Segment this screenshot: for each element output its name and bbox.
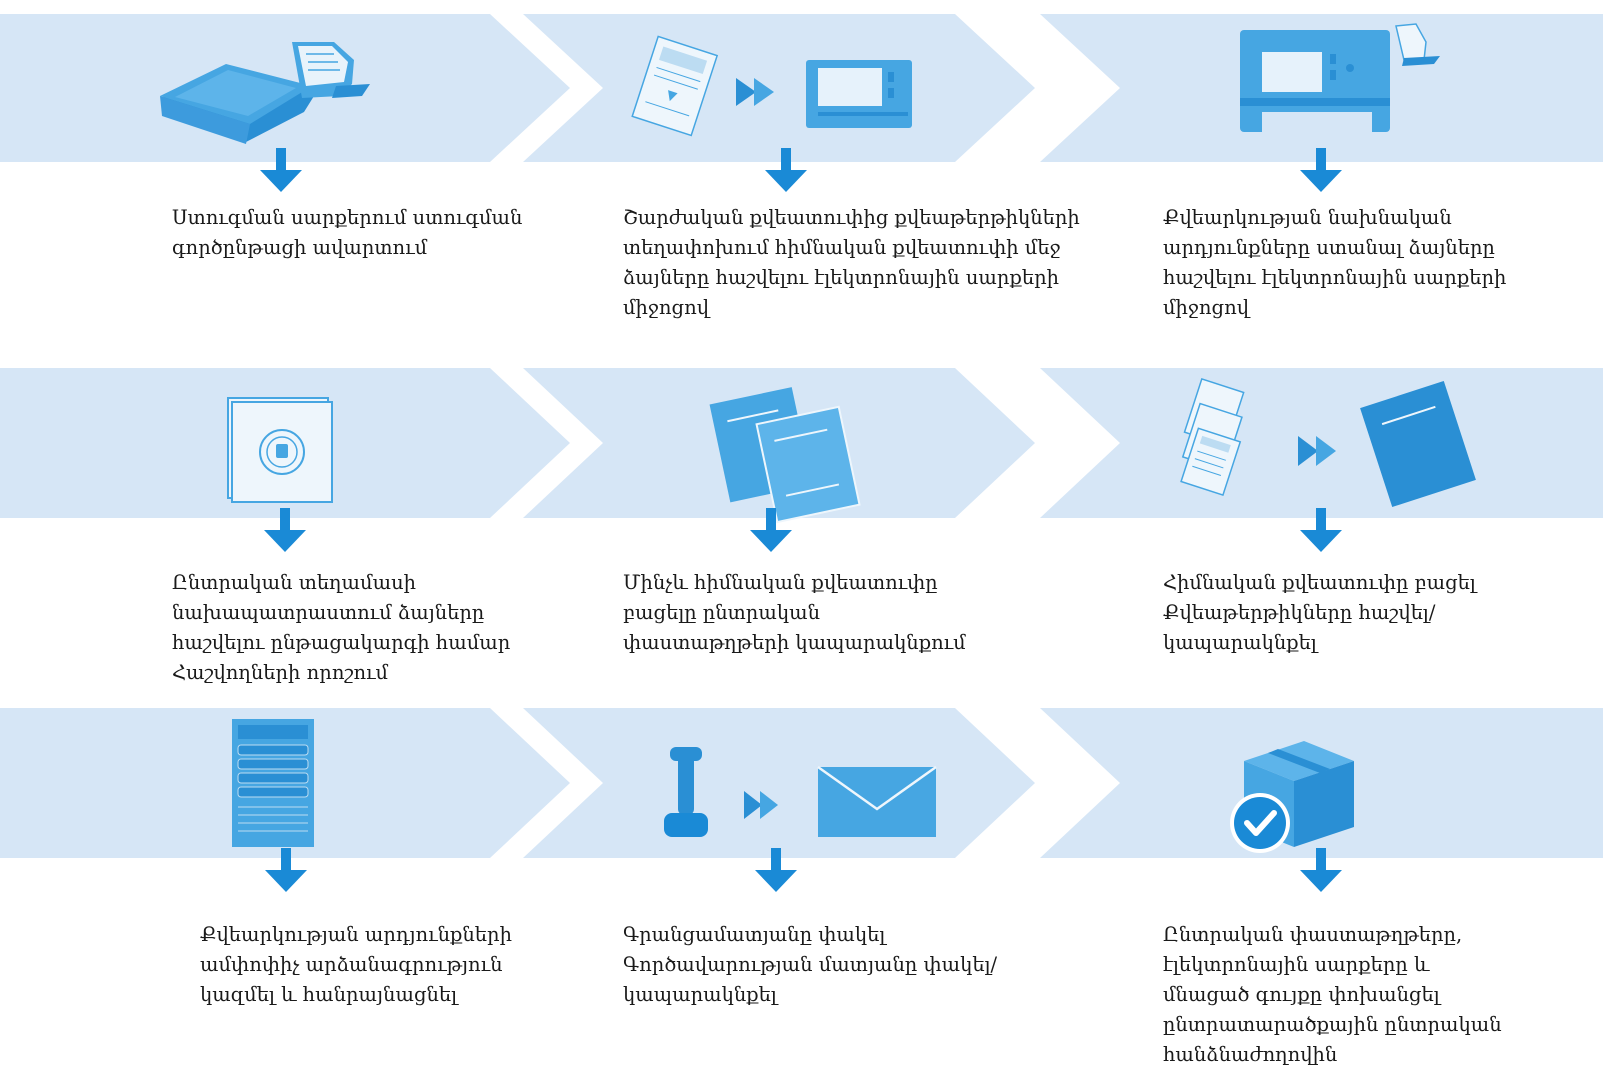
step-1-caption-line: Ստուգման սարքերում ստուգման — [172, 206, 523, 229]
step-7-down-arrow-icon — [265, 848, 307, 892]
step-9-down-arrow-icon — [1300, 848, 1342, 892]
documents-stack-icon — [709, 387, 861, 524]
results-protocol-icon — [232, 719, 314, 847]
step-9-caption-line: ընտրատարածքային ընտրական — [1163, 1013, 1502, 1036]
step-5-caption: Մինչև հիմնական քվեատուփը բացելը ընտրական… — [623, 568, 1023, 658]
step-1-caption: Ստուգման սարքերում ստուգման գործընթացի ա… — [172, 203, 572, 263]
step-2-caption-line: տեղափոխում հիմնական քվեատուփի մեջ — [623, 236, 1061, 259]
step-9-caption-line: էլեկտրոնային սարքերը և — [1163, 953, 1430, 976]
step-9-icon-cell — [1098, 715, 1518, 905]
step-8-icon-cell — [590, 715, 1010, 905]
step-6-caption-line: կապարակնքել — [1163, 631, 1317, 654]
step-2-caption: Շարժական քվեատուփից քվեաթերթիկների տեղափ… — [623, 203, 1080, 323]
step-4-icon-cell — [80, 364, 500, 554]
step-9-caption-line: մնացած գույքը փոխանցել — [1163, 983, 1440, 1006]
step-4-caption-line: Ընտրական տեղամասի — [172, 571, 417, 594]
step-8-down-arrow-icon — [755, 848, 797, 892]
step-6-down-arrow-icon — [1300, 508, 1342, 552]
step-2-down-arrow-icon — [765, 148, 807, 192]
step-7-icon-cell — [80, 715, 500, 905]
step-1-icon-cell — [80, 0, 500, 190]
step-5-caption-line: Մինչև հիմնական քվեատուփը — [623, 571, 938, 594]
step-7-caption-line: ամփոփիչ արձանագրություն — [200, 953, 503, 976]
step-5-down-arrow-icon — [750, 508, 792, 552]
step-1-down-arrow-icon — [260, 148, 302, 192]
ballot-to-scanner-icon — [631, 35, 912, 137]
step-5-caption-line: փաստաթղթերի կապարակնքում — [623, 631, 966, 654]
step-7-caption: Քվեարկության արդյունքների ամփոփիչ արձանա… — [200, 920, 600, 1010]
stamp-to-envelope-icon — [664, 747, 937, 837]
step-3-caption-line: միջոցով — [1163, 296, 1250, 319]
step-6-caption-line: Հիմնական քվեատուփը բացել — [1163, 571, 1476, 594]
step-6-caption: Հիմնական քվեատուփը բացել Քվեաթերթիկները … — [1163, 568, 1563, 658]
step-2-caption-line: միջոցով — [623, 296, 710, 319]
step-4-down-arrow-icon — [264, 508, 306, 552]
step-6-icon-cell — [1098, 364, 1518, 554]
step-3-caption: Քվեարկության նախնական արդյունքները ստանա… — [1163, 203, 1563, 323]
step-4-caption-line: հաշվելու ընթացակարգի համար — [172, 631, 511, 654]
step-3-caption-line: Քվեարկության նախնական — [1163, 206, 1452, 229]
step-4-caption-line: Հաշվողների որոշում — [172, 661, 389, 684]
scanner-printout-icon — [1240, 23, 1440, 132]
step-9-caption-line: հանձնաժողովին — [1163, 1043, 1338, 1066]
step-9-caption-line: Ընտրական փաստաթղթերը, — [1163, 923, 1463, 946]
step-2-caption-line: ձայները հաշվելու էլեկտրոնային սարքերի — [623, 266, 1060, 289]
step-4-caption: Ընտրական տեղամասի նախապատրաստում ձայները… — [172, 568, 572, 688]
step-8-caption-line: Գրանցամատյանը փակել — [623, 923, 886, 946]
step-8-caption-line: Գործավարության մատյանը փակել/ — [623, 953, 998, 976]
step-3-caption-line: արդյունքները ստանալ ձայները — [1163, 236, 1495, 259]
step-9-caption: Ընտրական փաստաթղթերը, էլեկտրոնային սարքե… — [1163, 920, 1563, 1070]
step-7-caption-line: կազմել և հանրայնացնել — [200, 983, 458, 1006]
step-8-caption-line: կապարակնքել — [623, 983, 777, 1006]
step-4-caption-line: նախապատրաստում ձայները — [172, 601, 485, 624]
step-3-caption-line: հաշվելու էլեկտրոնային սարքերի — [1163, 266, 1507, 289]
ballots-to-folder-icon — [1180, 377, 1476, 508]
step-2-icon-cell — [590, 0, 1010, 190]
step-1-caption-line: գործընթացի ավարտում — [172, 236, 428, 259]
step-3-down-arrow-icon — [1300, 148, 1342, 192]
voting-machine-icon — [160, 42, 370, 144]
step-3-icon-cell — [1098, 0, 1518, 190]
step-5-caption-line: բացելը ընտրական — [623, 601, 820, 624]
step-7-caption-line: Քվեարկության արդյունքների — [200, 923, 512, 946]
step-8-caption: Գրանցամատյանը փակել Գործավարության մատյա… — [623, 920, 1023, 1010]
step-6-caption-line: Քվեաթերթիկները հաշվել/ — [1163, 601, 1436, 624]
box-checked-icon — [1230, 741, 1354, 853]
step-5-icon-cell — [590, 364, 1010, 554]
step-2-caption-line: Շարժական քվեատուփից քվեաթերթիկների — [623, 206, 1080, 229]
sealed-document-icon — [227, 397, 333, 503]
